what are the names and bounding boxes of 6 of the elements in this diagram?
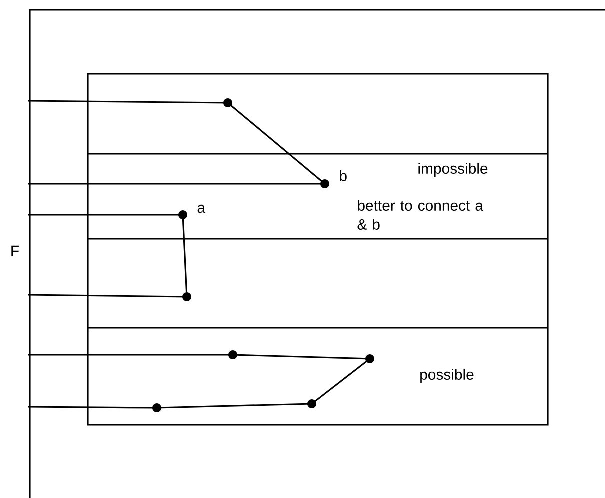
note: better to connect a & b: [358, 200, 484, 230]
side-label: F: [12, 246, 19, 256]
point-label: a: [198, 204, 206, 214]
point-label: b: [340, 170, 347, 182]
note: possible: [420, 369, 474, 383]
note: impossible: [418, 163, 488, 177]
